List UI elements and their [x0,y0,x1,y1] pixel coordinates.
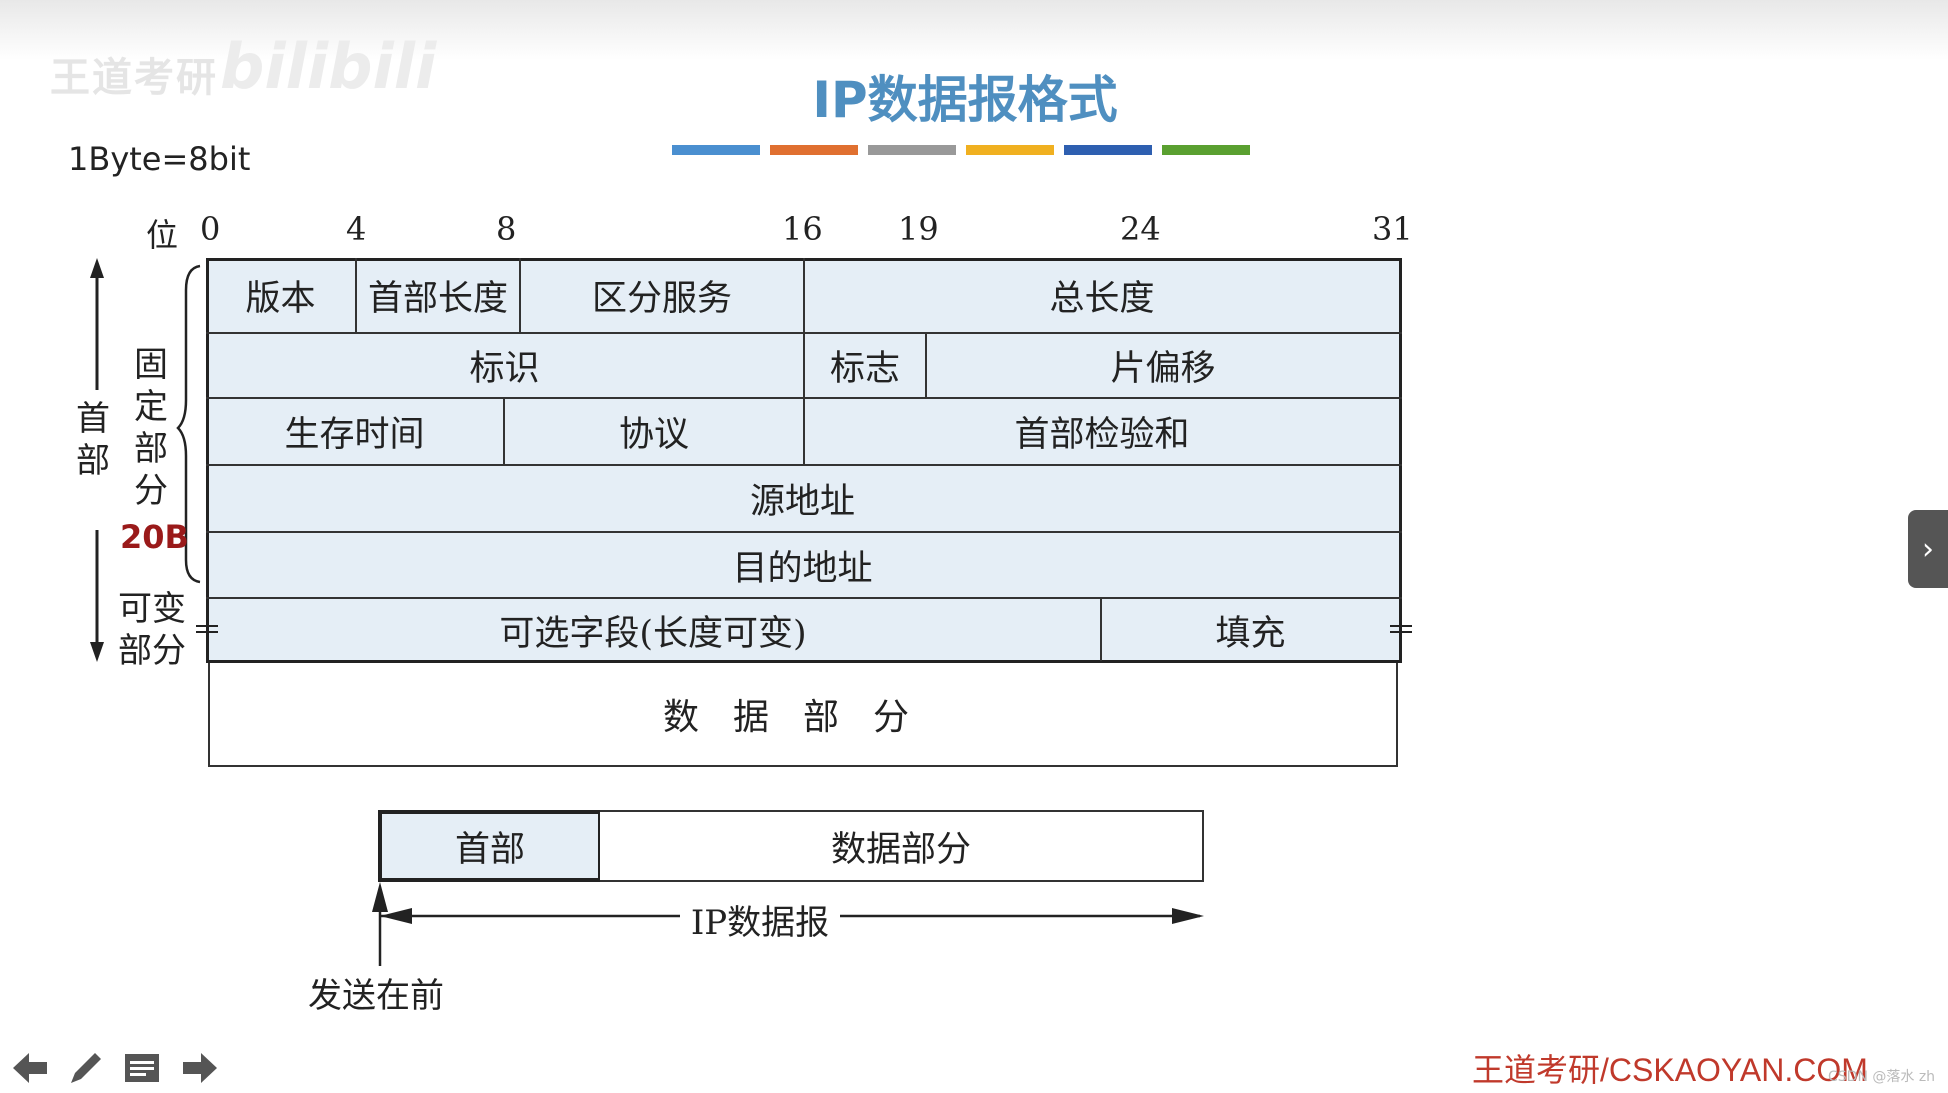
summary-header: 首部 [378,810,602,882]
row-line-1 [206,332,1402,334]
field-padding: 填充 [1215,613,1286,654]
bit-tick-31: 31 [1372,210,1413,248]
color-bar-1 [672,145,760,155]
field-destination-address: 目的地址 [732,548,873,589]
menu-button[interactable] [122,1048,162,1088]
color-bar-2 [770,145,858,155]
label-header: 首部 [76,399,110,481]
pen-button[interactable] [66,1048,106,1088]
datagram-label: IP数据报 [680,895,840,944]
menu-icon [125,1054,159,1082]
color-bar-6 [1162,145,1250,155]
label-variable: 可变部分 [118,589,186,671]
field-fragment-offset: 片偏移 [1110,349,1216,389]
csdn-credit: CSDN @落水 zh [1828,1069,1936,1085]
summary-data: 数据部分 [600,810,1204,882]
bit-tick-24: 24 [1120,210,1161,248]
field-data: 数据部分 [208,663,1398,767]
bit-tick-4: 4 [346,210,367,248]
arrow-right-icon [183,1053,217,1083]
options-edge-marks [196,625,1412,633]
arrow-left-icon [13,1053,47,1083]
row-line-4 [206,531,1402,533]
field-version: 版本 [206,258,357,332]
field-options: 可选字段(长度可变) [206,599,1102,661]
bit-tick-16: 16 [782,210,823,248]
field-total-length: 总长度 [1049,278,1155,319]
field-protocol: 协议 [505,399,805,464]
brand-footer: 王道考研/CSKAOYAN.COM [1472,1052,1868,1088]
label-fixed: 固定部分 [134,345,168,511]
next-button[interactable] [180,1048,220,1088]
color-bar-4 [966,145,1054,155]
color-bar-3 [868,145,956,155]
field-checksum: 首部检验和 [1014,415,1190,455]
label-fixed-size: 20B [120,518,189,556]
bit-tick-19: 19 [898,210,939,248]
field-ttl: 生存时间 [206,399,505,464]
row-line-3 [206,464,1402,466]
pen-icon [71,1053,101,1083]
bit-tick-8: 8 [496,210,517,248]
row-line-5 [206,597,1402,599]
send-first-label: 发送在前 [308,976,444,1016]
top-gradient [0,0,1948,60]
row-line-2 [206,397,1402,399]
field-identification: 标识 [206,334,805,397]
field-tos: 区分服务 [521,258,805,332]
watermark-channel: 王道考研 [50,55,218,101]
color-bar-5 [1064,145,1152,155]
field-source-address: 源地址 [749,482,855,522]
side-annotations [90,258,201,662]
bit-tick-0: 0 [200,210,221,248]
watermark-site: bilibili [220,30,437,103]
slide-title: IP数据报格式 [812,71,1118,129]
byte-note: 1Byte=8bit [68,140,251,178]
prev-button[interactable] [10,1048,50,1088]
field-flags: 标志 [805,334,927,397]
field-header-length: 首部长度 [357,258,521,332]
next-slide-button[interactable]: › [1908,510,1948,588]
bit-axis-label: 位 [146,216,179,254]
chevron-right-icon: › [1922,531,1934,567]
